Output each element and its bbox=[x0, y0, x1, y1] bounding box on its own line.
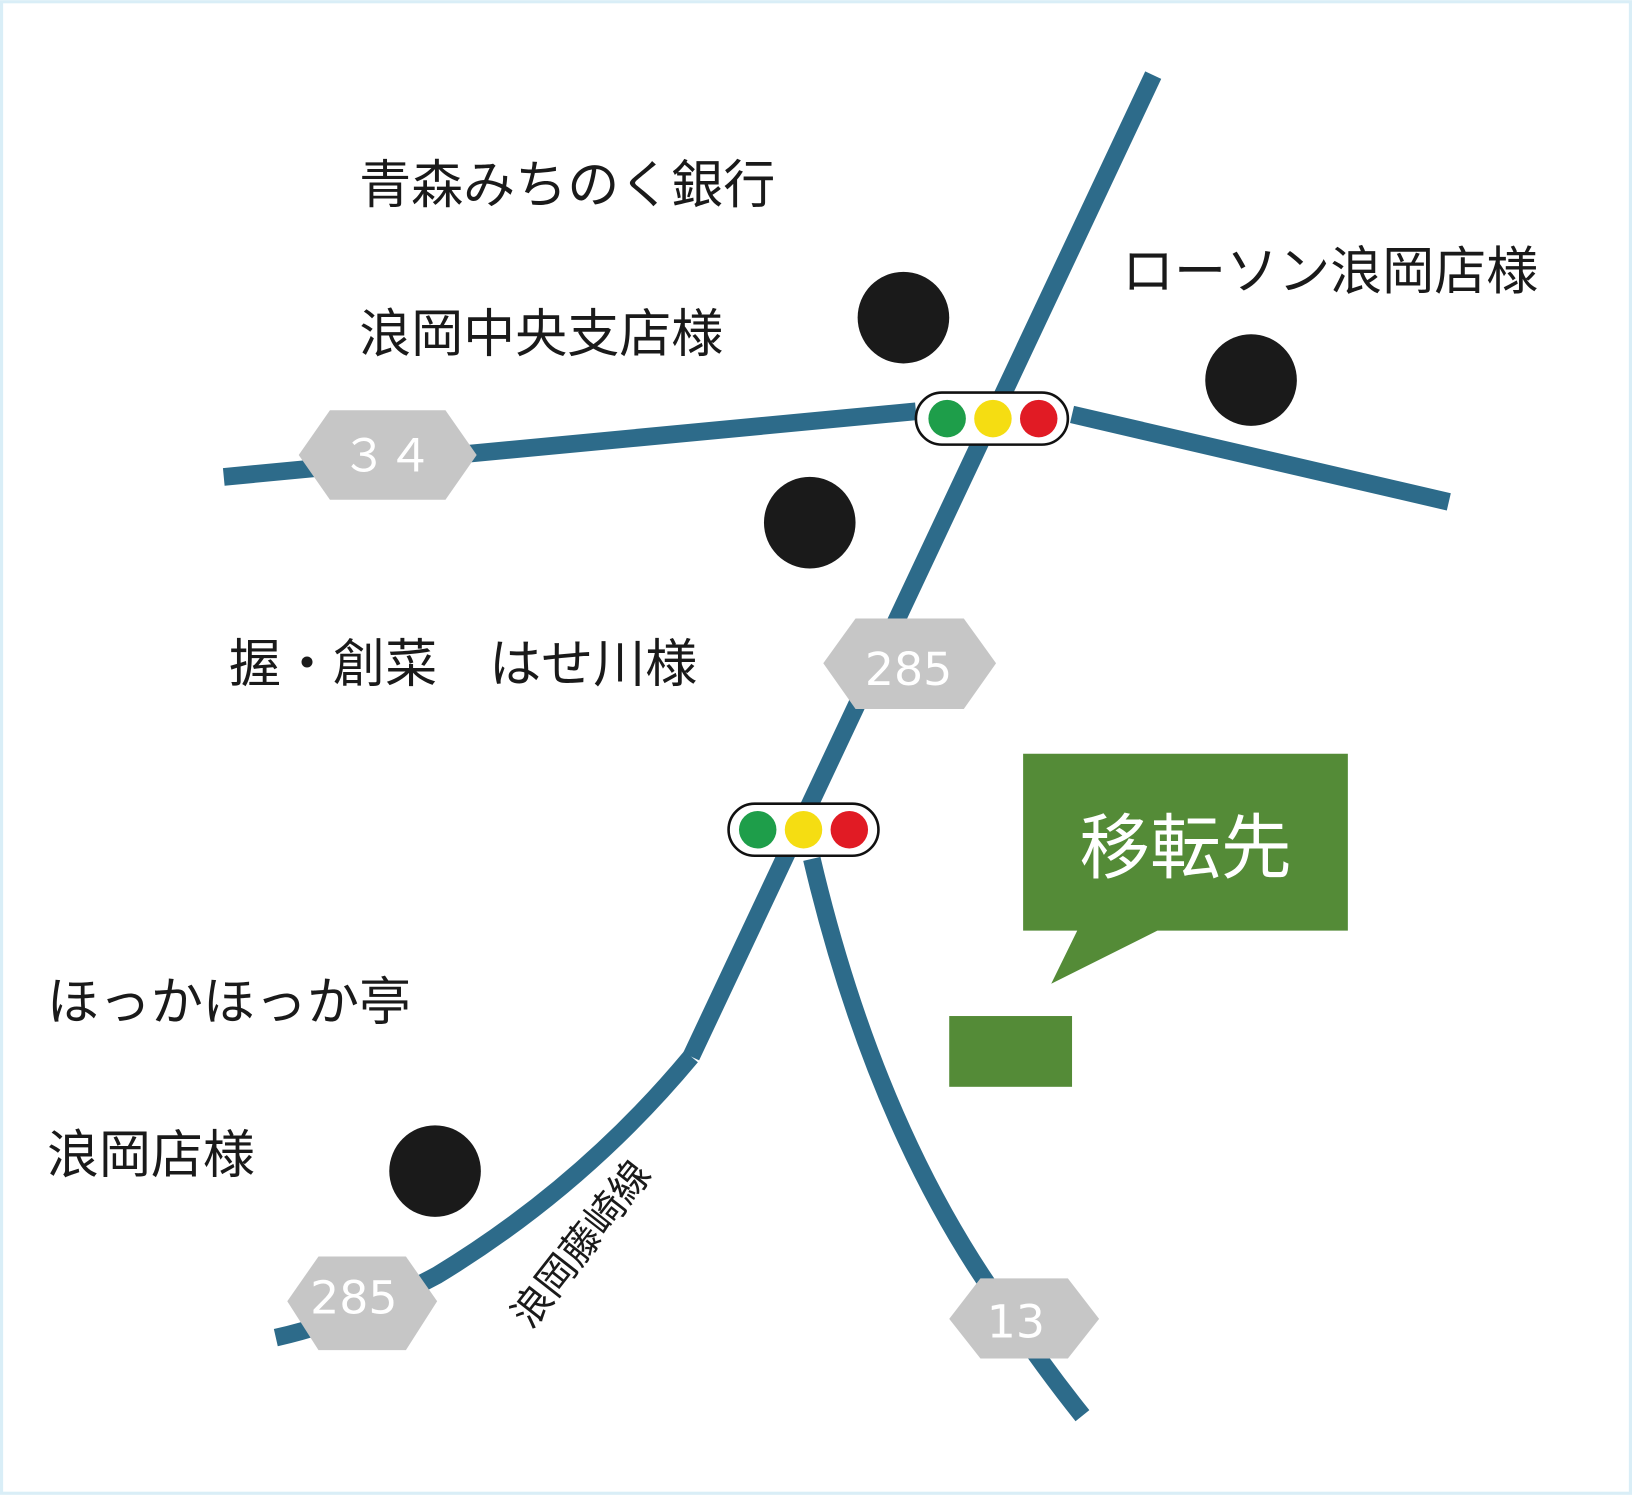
route-285-label: 285 bbox=[865, 642, 952, 696]
destination-callout: 移転先 bbox=[1023, 753, 1348, 984]
traffic-light-icon bbox=[727, 802, 880, 858]
bank-label-line2: 浪岡中央支店様 bbox=[359, 305, 723, 365]
hokka-label-line1: ほっかほっか亭 bbox=[47, 973, 411, 1033]
hasegawa-marker-icon bbox=[763, 476, 856, 569]
hasegawa-label: 握・創菜 はせ川様 bbox=[229, 635, 697, 695]
hokka-label-line2: 浪岡店様 bbox=[47, 1126, 255, 1186]
hokka-marker-icon bbox=[389, 1125, 481, 1217]
bank-label-line1: 青森みちのく銀行 bbox=[359, 156, 775, 216]
road-34-east bbox=[1070, 405, 1451, 511]
road-13 bbox=[803, 856, 1090, 1422]
route-285-shield: 285 bbox=[823, 618, 997, 709]
traffic-light-icon bbox=[914, 391, 1070, 446]
route-285-shield: 285 bbox=[287, 1256, 438, 1351]
bank-marker-icon bbox=[857, 271, 950, 364]
destination-label: 移転先 bbox=[1079, 806, 1291, 889]
route-285-label: 285 bbox=[310, 1271, 397, 1325]
route-13-shield: 13 bbox=[949, 1278, 1100, 1359]
destination-marker bbox=[949, 1016, 1073, 1087]
road-285-main bbox=[683, 71, 1162, 1061]
route-34-shield: ３４ bbox=[298, 410, 477, 500]
route-34-label: ３４ bbox=[341, 429, 433, 483]
lawson-marker-icon bbox=[1205, 334, 1297, 426]
route-13-label: 13 bbox=[987, 1295, 1045, 1349]
lawson-label: ローソン浪岡店様 bbox=[1122, 243, 1538, 303]
